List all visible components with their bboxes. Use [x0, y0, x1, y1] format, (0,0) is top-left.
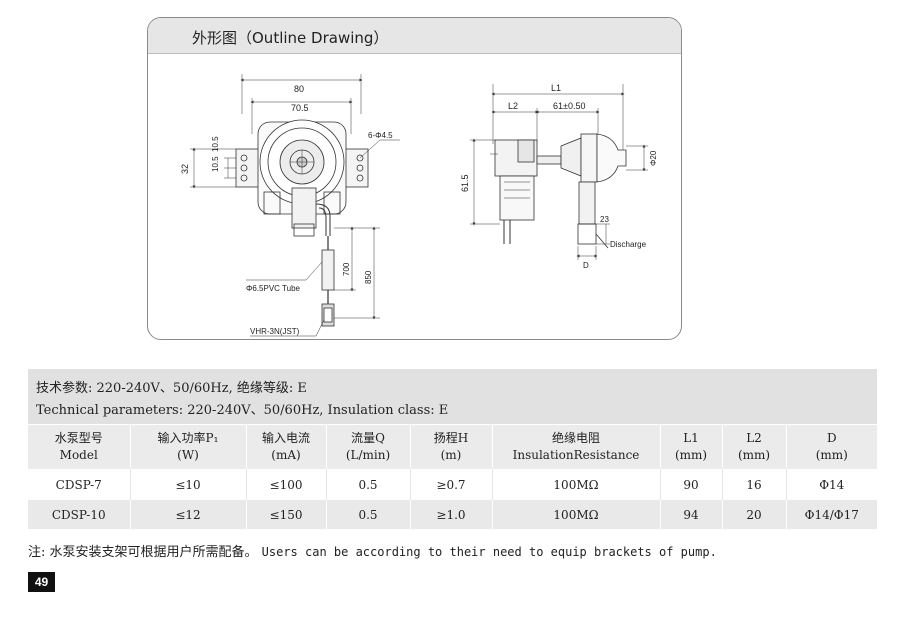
discharge-label: Discharge — [610, 240, 647, 249]
table-cell: CDSP-10 — [28, 500, 131, 529]
table-cell: 100MΩ — [492, 500, 661, 529]
dim-d-label: D — [583, 261, 589, 270]
table-cell: Φ14 — [786, 469, 877, 500]
note-en: Users can be according to their need to … — [261, 545, 717, 559]
dim-body-label: 61±0.50 — [553, 101, 585, 111]
page-number: 49 — [28, 572, 55, 592]
header-cell-power: 输入功率P₁(W) — [130, 425, 247, 469]
table-cell: ≤10 — [130, 469, 247, 500]
note-zh: 注: 水泵安装支架可根据用户所需配备。 — [28, 545, 258, 560]
header-cell-l2: L2(mm) — [722, 425, 787, 469]
header-cell-current: 输入电流(mA) — [246, 425, 327, 469]
table-cell: ≥1.0 — [410, 500, 493, 529]
dim-total-length-label: L1 — [551, 83, 561, 93]
table-cell: CDSP-7 — [28, 469, 131, 500]
table-cell: ≥0.7 — [410, 469, 493, 500]
dim-holes-label: 6-Φ4.5 — [368, 131, 393, 140]
dim-lead-long-label: 850 — [364, 270, 373, 284]
table-cell: 100MΩ — [492, 469, 661, 500]
dim-side-height-label: 61.5 — [460, 174, 470, 192]
tube-label: Φ6.5PVC Tube — [246, 284, 301, 293]
table-cell: Φ14/Φ17 — [786, 500, 877, 529]
dim-lead-short-label: 700 — [342, 262, 351, 276]
table-cell: 0.5 — [326, 500, 411, 529]
dim-slot-label: 10.5 — [211, 156, 220, 172]
table-row: CDSP-10 ≤12 ≤150 0.5 ≥1.0 100MΩ 94 20 Φ1… — [28, 500, 877, 529]
front-view — [190, 74, 400, 337]
table-row: CDSP-7 ≤10 ≤100 0.5 ≥0.7 100MΩ 90 16 Φ14 — [28, 469, 877, 500]
bracket-note: 注: 水泵安装支架可根据用户所需配备。 Users can be accordi… — [28, 541, 717, 560]
connector-label: VHR-3N(JST) — [250, 327, 300, 336]
header-cell-flow: 流量Q(L/min) — [326, 425, 411, 469]
header-cell-l1: L1(mm) — [660, 425, 723, 469]
params-line-zh: 技术参数: 220-240V、50/60Hz, 绝缘等级: E — [36, 381, 307, 396]
table-cell: 0.5 — [326, 469, 411, 500]
outline-drawing-svg: 80 70.5 32 10.5 10.5 6-Φ4.5 700 850 Φ6.5… — [180, 74, 658, 337]
dim-23-label: 23 — [600, 215, 609, 224]
technical-parameters-banner: 技术参数: 220-240V、50/60Hz, 绝缘等级: E Technica… — [28, 369, 877, 424]
params-line-en: Technical parameters: 220-240V、50/60Hz, … — [36, 403, 449, 418]
table-cell: ≤150 — [246, 500, 327, 529]
table-cell: ≤100 — [246, 469, 327, 500]
header-cell-head: 扬程H(m) — [410, 425, 493, 469]
dim-l2-label: L2 — [508, 101, 518, 111]
table-cell: 94 — [660, 500, 723, 529]
dim-outlet-label: Φ20 — [649, 150, 658, 166]
table-cell: ≤12 — [130, 500, 247, 529]
table-cell: 20 — [722, 500, 787, 529]
dim-slot2-label: 10.5 — [211, 136, 220, 152]
dim-height-label: 32 — [180, 164, 190, 174]
drawing-title: 外形图（Outline Drawing） — [192, 29, 389, 47]
dim-inner-width-label: 70.5 — [291, 103, 309, 113]
drawing-header — [148, 18, 681, 54]
side-view — [470, 84, 648, 260]
header-cell-d: D(mm) — [786, 425, 877, 469]
table-cell: 90 — [660, 469, 723, 500]
dim-width-label: 80 — [294, 84, 304, 94]
outline-drawing-panel: 外形图（Outline Drawing） — [147, 17, 682, 340]
table-cell: 16 — [722, 469, 787, 500]
